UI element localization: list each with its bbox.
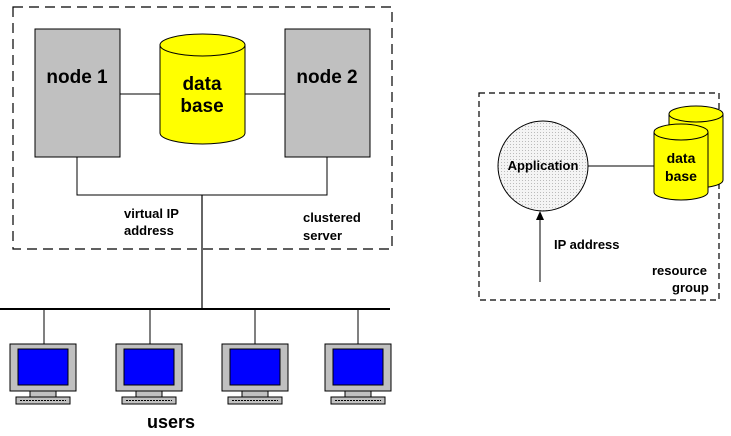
clustered-server-label-line2: server [303, 228, 342, 243]
user-computer-icon [221, 343, 289, 405]
resource-group-boundary [478, 92, 720, 301]
resource-db-label-line1: data [667, 150, 696, 166]
resource-database-icon [653, 105, 724, 201]
ip-address-label: IP address [554, 237, 620, 252]
user-computer-icon [115, 343, 183, 405]
node-1-box [34, 28, 121, 158]
user-computer-icon [324, 343, 392, 405]
clustered-server-boundary [12, 6, 393, 250]
node-2-box [284, 28, 371, 158]
node-2-label: node 2 [296, 67, 357, 88]
user-computer-icon [9, 343, 77, 405]
node-interconnect [76, 157, 328, 196]
arrow-up-icon [536, 211, 544, 220]
cluster-database-icon [159, 33, 246, 145]
users-label: users [147, 412, 195, 432]
application-label: Application [508, 158, 579, 173]
cluster-db-label-line1: data [182, 74, 222, 95]
resource-group-label-line2: group [672, 280, 709, 295]
virtual-ip-label-line2: address [124, 223, 174, 238]
resource-db-label-line2: base [665, 168, 697, 184]
node-1-label: node 1 [46, 67, 108, 88]
resource-group-label-line1: resource [652, 263, 707, 278]
virtual-ip-label-line1: virtual IP [124, 206, 179, 221]
clustered-server-label-line1: clustered [303, 210, 361, 225]
cluster-db-label-line2: base [180, 96, 223, 117]
